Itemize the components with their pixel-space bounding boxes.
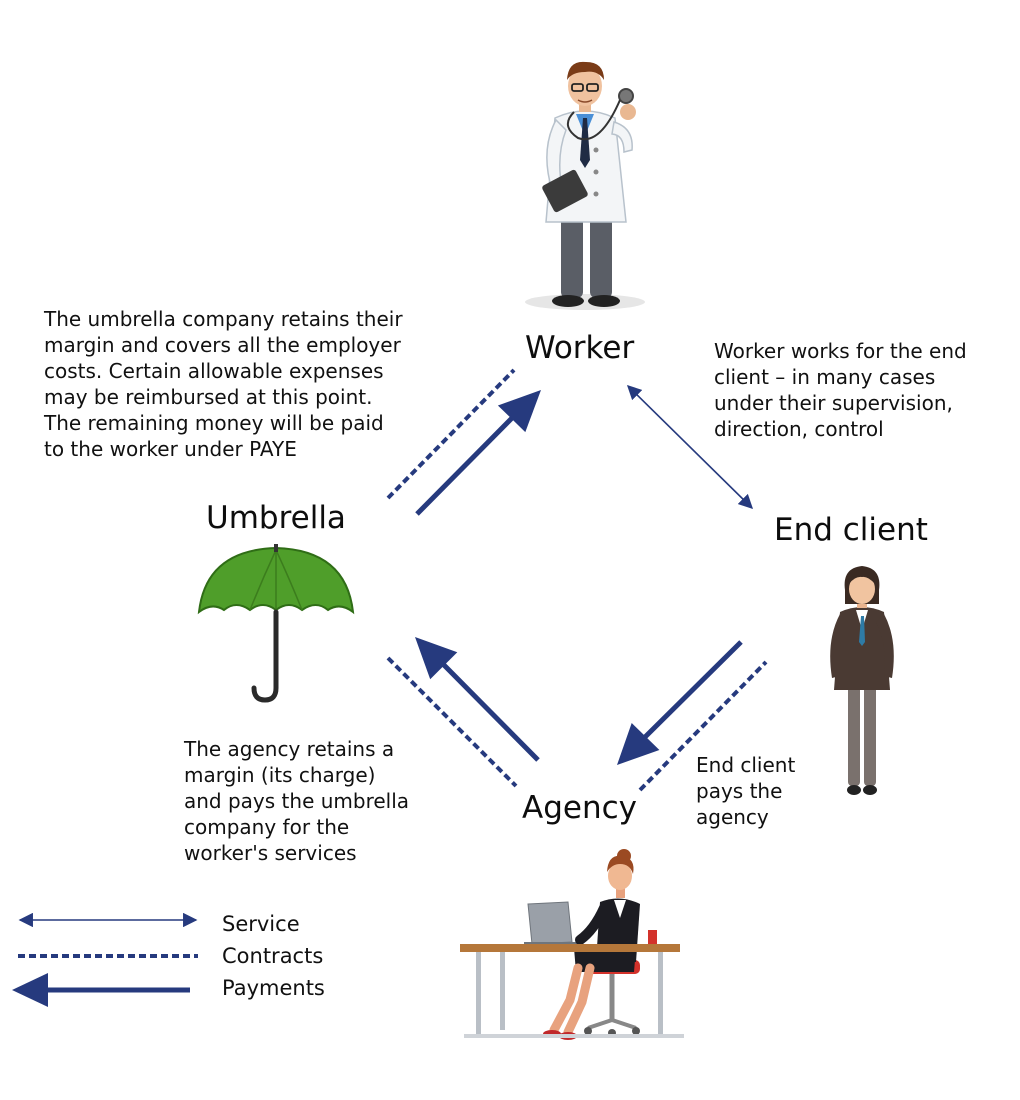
contract-line-agency-endclient — [638, 660, 768, 792]
businesswoman-icon — [830, 566, 894, 795]
agency-note: The agency retains a margin (its charge)… — [184, 737, 410, 865]
service-arrow-worker-endclient — [626, 384, 754, 510]
contract-line-umbrella-agency — [386, 656, 518, 788]
legend-payments-symbol — [12, 973, 190, 1007]
legend-service-label: Service — [222, 912, 300, 936]
payment-arrow-umbrella-to-worker — [415, 390, 541, 516]
end-client-note: End client pays the agency — [696, 753, 796, 829]
office-worker-desk-icon — [460, 849, 684, 1040]
worker-label: Worker — [525, 330, 635, 366]
legend-payments-label: Payments — [222, 976, 325, 1000]
end-client-label: End client — [774, 512, 928, 548]
payment-arrow-endclient-to-agency — [617, 640, 743, 765]
umbrella-note: The umbrella company retains their margi… — [44, 307, 403, 461]
payment-arrow-agency-to-umbrella — [415, 637, 540, 762]
legend-contracts-label: Contracts — [222, 944, 324, 968]
contract-line-umbrella-worker — [386, 368, 516, 500]
umbrella-icon — [197, 544, 355, 703]
doctor-icon — [525, 61, 645, 310]
agency-label: Agency — [522, 790, 637, 826]
worker-note: Worker works for the end client – in man… — [714, 339, 967, 441]
umbrella-label: Umbrella — [206, 500, 346, 536]
